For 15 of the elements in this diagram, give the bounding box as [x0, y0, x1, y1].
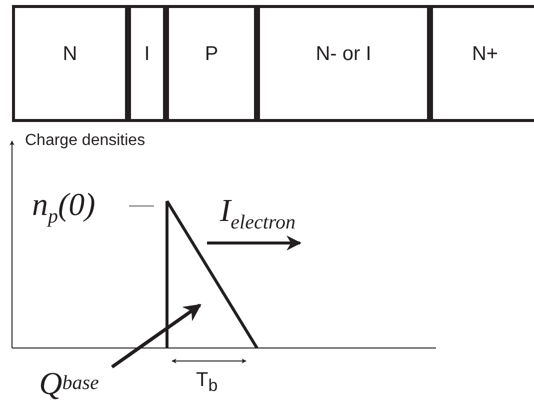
semiconductor-region [166, 5, 257, 122]
semiconductor-region [128, 5, 166, 122]
region-label: I [144, 43, 150, 66]
dimension-label: T$_{b}$ [196, 370, 218, 394]
semiconductor-region [12, 5, 128, 122]
value-label: n$_{p}$(0) [32, 188, 96, 226]
semiconductor-region [257, 5, 430, 122]
region-label: N [62, 43, 78, 66]
axis-label: Charge densities [25, 133, 146, 149]
region-label: N- or I [316, 43, 372, 66]
region-label: P [204, 43, 218, 66]
region-label: N+ [472, 43, 498, 66]
arrow [111, 304, 202, 368]
semiconductor-region [430, 5, 534, 122]
current-label: I$_{electron}$ [220, 194, 296, 232]
